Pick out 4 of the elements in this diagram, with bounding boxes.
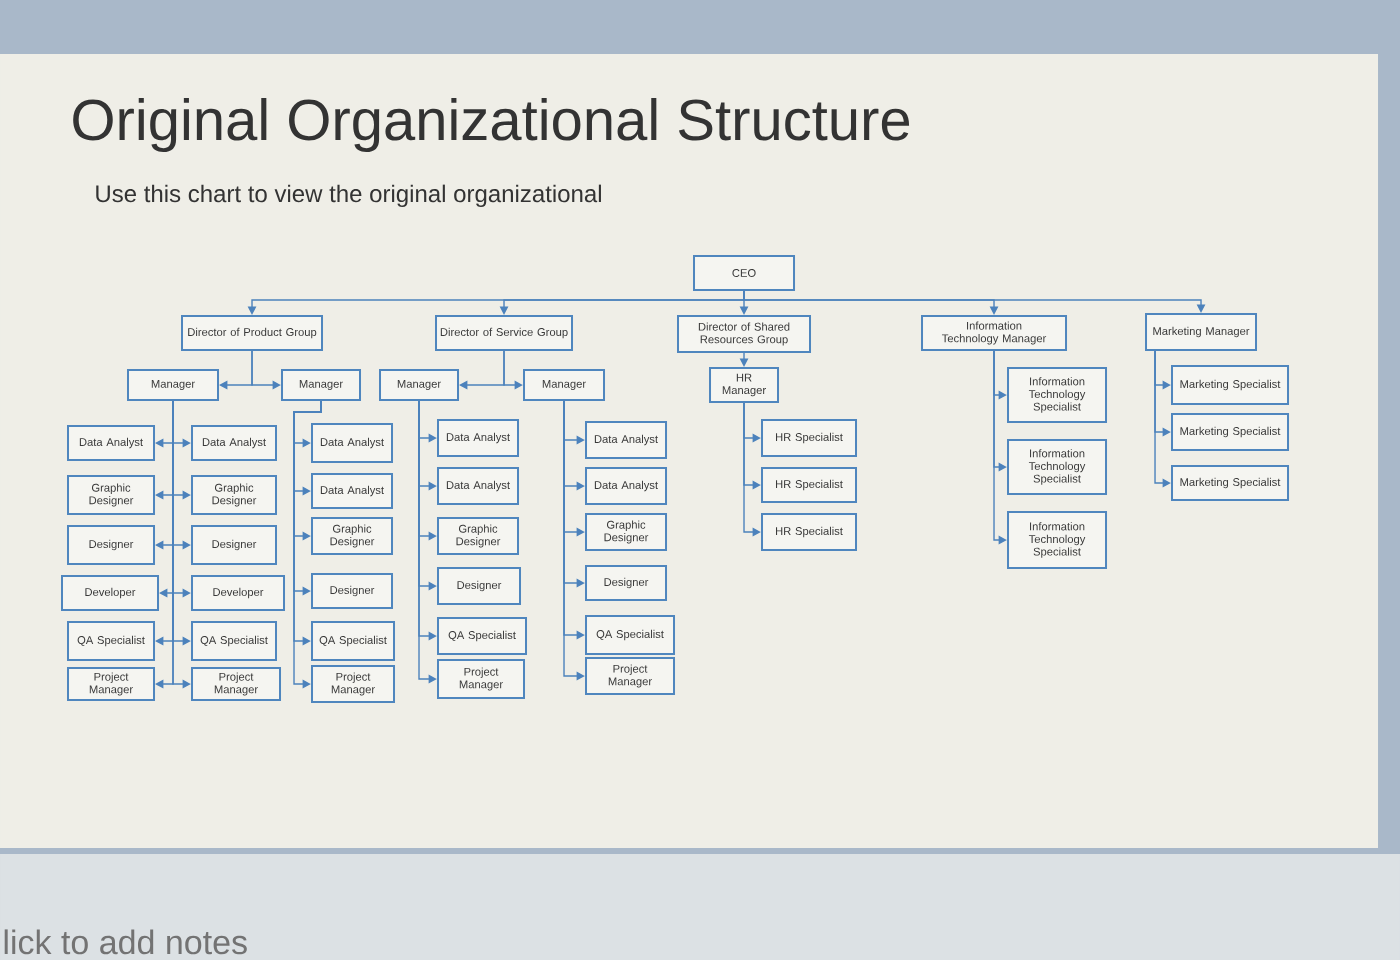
subtitle: Use this chart to view the original organizational (96, 184, 601, 207)
notes-field: lick to add notes (0, 854, 1400, 960)
connector (743, 290, 1206, 313)
title: Original Organizational Structure (73, 97, 910, 153)
